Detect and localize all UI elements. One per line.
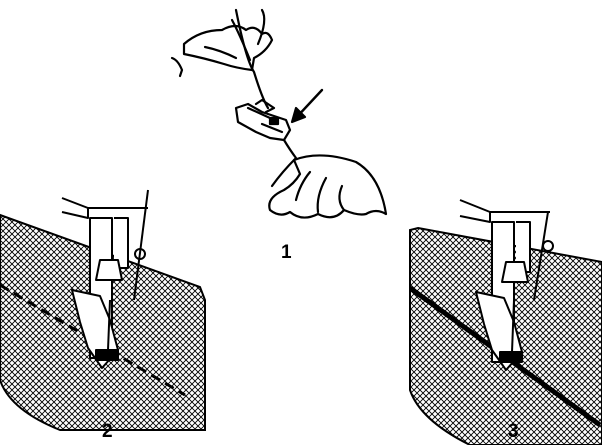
step-number-1: 1	[281, 242, 292, 264]
machine-arm-3	[460, 200, 490, 222]
lower-threads	[272, 140, 296, 186]
presser-foot	[236, 104, 290, 140]
lower-hand	[269, 155, 386, 217]
step-number-2: 2	[102, 421, 113, 443]
step-number-3: 3	[508, 421, 519, 443]
figure-3-sewing-continue	[410, 200, 602, 445]
figure-2-sewing-start	[0, 190, 205, 430]
upper-hand	[184, 26, 272, 70]
machine-arm-2	[62, 198, 88, 218]
figure-1-threading	[172, 10, 386, 218]
